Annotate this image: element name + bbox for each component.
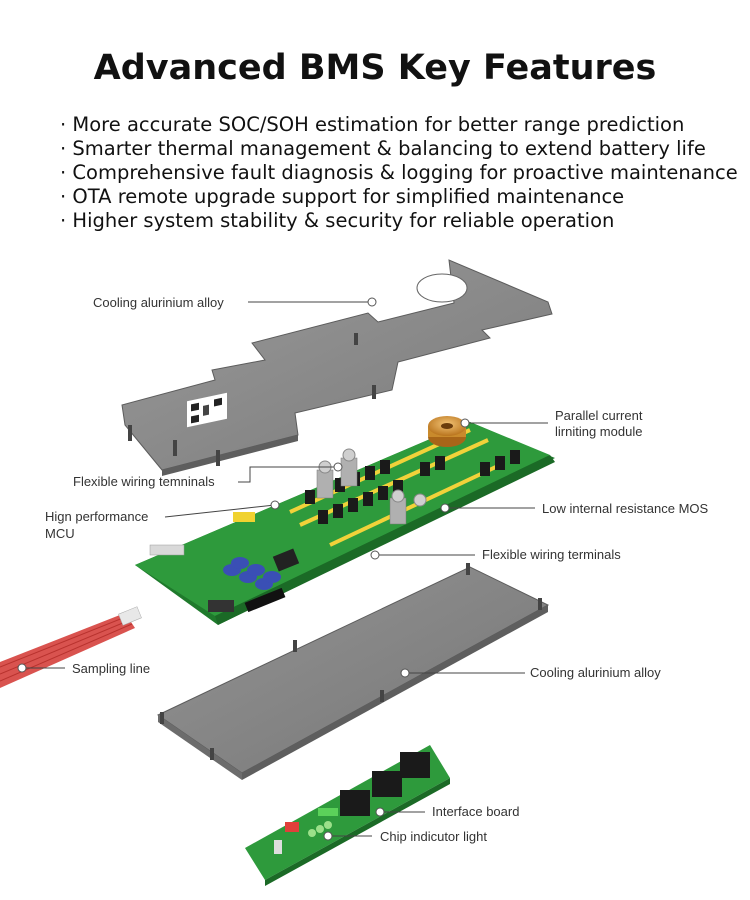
label-mcu-2: MCU <box>45 526 75 541</box>
leader-lines <box>22 301 548 837</box>
label-mcu-1: Hign performance <box>45 509 149 524</box>
main-pcb <box>135 416 555 625</box>
feature-item: Comprehensive fault diagnosis & logging … <box>60 161 737 185</box>
label-parallel-current-2: lirniting module <box>555 424 643 439</box>
feature-item: Higher system stability & security for r… <box>60 209 738 233</box>
label-parallel-current-1: Parallel current <box>555 408 643 423</box>
feature-item: Smarter thermal management & balancing t… <box>60 137 738 161</box>
indicator-lights <box>274 808 338 854</box>
label-cooling-top: Cooling alurinium alloy <box>93 295 224 310</box>
current-limiting-coil <box>428 416 466 447</box>
wiring-terminals <box>316 448 427 525</box>
rj45-ports <box>340 752 430 816</box>
label-flexible-wiring-terminals: Flexible wiring terminals <box>482 547 621 562</box>
qr-code <box>187 392 227 428</box>
label-cooling-bottom: Cooling alurinium alloy <box>530 665 661 680</box>
feature-list: More accurate SOC/SOH estimation for bet… <box>60 113 738 233</box>
leader-dots <box>17 297 470 841</box>
label-chip-indicator-light: Chip indicutor light <box>380 829 487 844</box>
label-low-resistance-mos: Low internal resistance MOS <box>542 501 709 516</box>
top-cooling-plate <box>121 259 553 476</box>
interface-board <box>245 745 450 886</box>
feature-item: OTA remote upgrade support for simplifie… <box>60 185 738 209</box>
label-interface-board: Interface board <box>432 804 520 819</box>
feature-item: More accurate SOC/SOH estimation for bet… <box>60 113 738 137</box>
label-sampling-line: Sampling line <box>72 661 151 676</box>
capacitors <box>223 557 281 590</box>
bottom-cooling-plate <box>157 563 550 780</box>
page-title: Advanced BMS Key Features <box>93 48 657 88</box>
label-flexible-wiring-temninals: Flexible wiring temninals <box>73 474 215 489</box>
